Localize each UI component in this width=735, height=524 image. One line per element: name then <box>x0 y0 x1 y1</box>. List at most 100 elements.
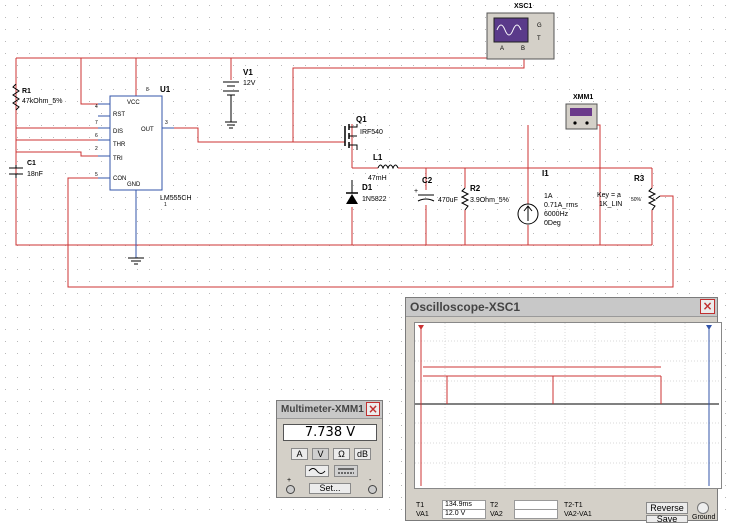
pin-number: 4 <box>95 104 98 110</box>
set-button[interactable]: Set... <box>309 483 351 494</box>
d1-value-label: 1N5822 <box>362 196 387 203</box>
q1-ref-label: Q1 <box>356 115 367 124</box>
pin-con-label: CON <box>113 176 126 182</box>
r2-ref-label: R2 <box>470 184 481 193</box>
pin-dis-label: DIS <box>113 129 123 135</box>
multimeter-xmm1-icon[interactable]: XMM1 <box>565 94 598 130</box>
va1-label: VA1 <box>416 511 429 518</box>
plus-terminal[interactable] <box>286 485 295 494</box>
pin-number: 2 <box>95 146 98 152</box>
c2-value-label: 470uF <box>438 197 458 204</box>
scope-display[interactable] <box>414 322 722 489</box>
pin-number: 6 <box>95 133 98 139</box>
i1-phase-label: 0Deg <box>544 220 561 227</box>
c1-ref-label: C1 <box>27 160 36 167</box>
xsc1-t-label: T <box>537 36 541 42</box>
battery-v1[interactable]: V1 12V <box>223 68 256 129</box>
timer-ic-u1[interactable]: VCC RST DIS THR TRI CON GND OUT 4 7 6 2 … <box>95 85 192 258</box>
oscilloscope-window[interactable]: Oscilloscope-XSC1 × <box>405 297 722 524</box>
oscilloscope-titlebar[interactable]: Oscilloscope-XSC1 × <box>406 298 717 317</box>
v1-value-label: 12V <box>243 80 256 87</box>
multimeter-reading: 7.738 V <box>283 424 377 441</box>
t1-va1: 12.0 V <box>442 509 486 519</box>
close-icon[interactable]: × <box>366 402 380 416</box>
oscilloscope-xsc1-icon[interactable]: XSC1 A B G T <box>486 3 555 60</box>
multimeter-window[interactable]: Multimeter-XMM1 × 7.738 V A V Ω dB Set..… <box>276 400 383 498</box>
save-button[interactable]: Save <box>646 515 688 524</box>
t2-label: T2 <box>490 502 499 509</box>
pin-out-label: OUT <box>141 127 154 133</box>
r1-value-label: 47kOhm_5% <box>22 98 62 105</box>
pin-number: 8 <box>146 87 149 93</box>
ground-label: Ground <box>692 514 716 521</box>
r3-pct-label: 50% <box>631 197 642 203</box>
dc-icon <box>338 468 354 474</box>
c2-ref-label: C2 <box>422 176 433 185</box>
minus-terminal-label: - <box>369 477 372 484</box>
xsc1-g-label: G <box>537 23 542 29</box>
xsc1-a-label: A <box>500 46 504 52</box>
ic-ref-label: U1 <box>160 85 171 94</box>
amps-button[interactable]: A <box>291 448 308 460</box>
reverse-button[interactable]: Reverse <box>646 502 688 514</box>
t2-va <box>514 509 558 519</box>
pin-thr-label: THR <box>113 142 126 148</box>
mosfet-q1[interactable]: Q1 IRF540 <box>344 115 383 150</box>
pin-vcc-label: VCC <box>127 100 140 106</box>
q1-value-label: IRF540 <box>360 129 383 136</box>
va2va1-label: VA2-VA1 <box>564 511 592 518</box>
r3-value-label: 1K_LIN <box>599 201 622 208</box>
pin-number: 3 <box>165 120 168 126</box>
l1-value-label: 47mH <box>368 175 387 182</box>
svg-text:+: + <box>414 188 418 195</box>
wires <box>15 55 674 288</box>
i1-ref-label: I1 <box>542 169 549 178</box>
ground-icon <box>128 257 144 265</box>
oscilloscope-title: Oscilloscope-XSC1 <box>410 300 521 314</box>
pin-gnd-label: GND <box>127 182 141 188</box>
r2-value-label: 3.9Ohm_5% <box>470 197 509 204</box>
r1-ref-label: R1 <box>22 88 31 95</box>
db-button[interactable]: dB <box>354 448 371 460</box>
resistor-r2[interactable]: R2 3.9Ohm_5% <box>460 184 509 211</box>
minus-terminal[interactable] <box>368 485 377 494</box>
ground-radio[interactable] <box>697 502 709 514</box>
pin-number: 7 <box>95 120 98 126</box>
r3-key-label: Key = a <box>597 192 621 199</box>
ic-part-label: LM555CH <box>160 195 192 202</box>
l1-ref-label: L1 <box>373 153 383 162</box>
i1-rms-label: 0.71A_rms <box>544 202 578 209</box>
i1-freq-label: 6000Hz <box>544 211 569 218</box>
diode-d1[interactable]: D1 1N5822 <box>346 180 387 204</box>
resistor-r1[interactable]: R1 47kOhm_5% <box>12 58 62 111</box>
c1-value-label: 18nF <box>27 171 43 178</box>
xmm1-ref-label: XMM1 <box>573 94 593 101</box>
v1-ref-label: V1 <box>243 68 253 77</box>
pin-number: 1 <box>164 202 167 208</box>
plus-terminal-label: + <box>287 477 292 484</box>
xsc1-ref-label: XSC1 <box>514 3 532 10</box>
t2t1-label: T2-T1 <box>564 502 583 509</box>
capacitor-c1[interactable]: C1 18nF <box>9 160 43 178</box>
r3-ref-label: R3 <box>634 174 645 183</box>
xsc1-b-label: B <box>521 46 525 52</box>
potentiometer-r3[interactable]: R3 Key = a 1K_LIN 50% <box>597 174 661 211</box>
pin-number: 5 <box>95 172 98 178</box>
close-icon[interactable]: × <box>700 299 715 314</box>
va2-label: VA2 <box>490 511 503 518</box>
pin-tri-label: TRI <box>113 156 123 162</box>
scope-trace <box>415 323 719 486</box>
multimeter-titlebar[interactable]: Multimeter-XMM1 × <box>277 401 382 419</box>
volts-button[interactable]: V <box>312 448 329 460</box>
pin-rst-label: RST <box>113 112 125 118</box>
dc-mode-button[interactable] <box>334 465 358 477</box>
current-source-i1[interactable]: I1 1A 0.71A_rms 6000Hz 0Deg <box>517 169 578 227</box>
ac-mode-button[interactable] <box>305 465 329 477</box>
ohms-button[interactable]: Ω <box>333 448 350 460</box>
i1-value-label: 1A <box>544 193 553 200</box>
inductor-l1[interactable]: L1 47mH <box>368 153 399 182</box>
capacitor-c2[interactable]: + C2 470uF <box>414 176 458 204</box>
d1-ref-label: D1 <box>362 183 373 192</box>
sine-icon <box>308 468 326 474</box>
t1-label: T1 <box>416 502 425 509</box>
